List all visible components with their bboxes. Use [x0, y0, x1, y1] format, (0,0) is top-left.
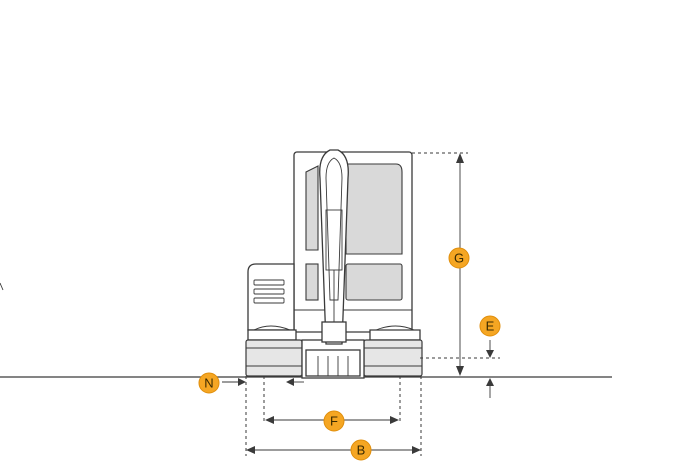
cab-window-left-upper: [305, 165, 319, 251]
label-n-badge: N: [198, 372, 220, 394]
dimension-e: [420, 340, 500, 398]
track-left: [245, 339, 303, 377]
label-b-badge: B: [350, 439, 372, 461]
label-f-text: F: [330, 414, 338, 429]
label-e-text: E: [486, 319, 495, 334]
label-g-badge: G: [448, 247, 470, 269]
left-edge-tick: [0, 282, 4, 291]
boom-inner: [325, 157, 343, 301]
track-cover-right: [369, 329, 421, 341]
boom-base: [321, 321, 347, 343]
excavator: [245, 149, 423, 379]
cab-window-lower: [345, 263, 403, 301]
label-n-text: N: [204, 376, 213, 391]
label-b-text: B: [357, 443, 366, 458]
bucket-teeth: [317, 356, 349, 376]
track-right: [363, 339, 423, 377]
track-cover-curve-left: [253, 325, 291, 331]
dimension-n: [222, 376, 304, 424]
label-e-badge: E: [479, 315, 501, 337]
cab-window-upper: [345, 163, 403, 255]
label-f-badge: F: [323, 410, 345, 432]
engine-hood: [247, 263, 295, 331]
engine-vent: [253, 279, 285, 304]
track-cover-left: [247, 329, 297, 341]
dimension-b: [245, 376, 422, 456]
cab-window-left-lower: [305, 263, 319, 301]
bucket: [305, 349, 361, 377]
label-g-text: G: [454, 251, 464, 266]
dimension-f: [265, 376, 401, 424]
track-cover-curve-right: [375, 325, 415, 331]
